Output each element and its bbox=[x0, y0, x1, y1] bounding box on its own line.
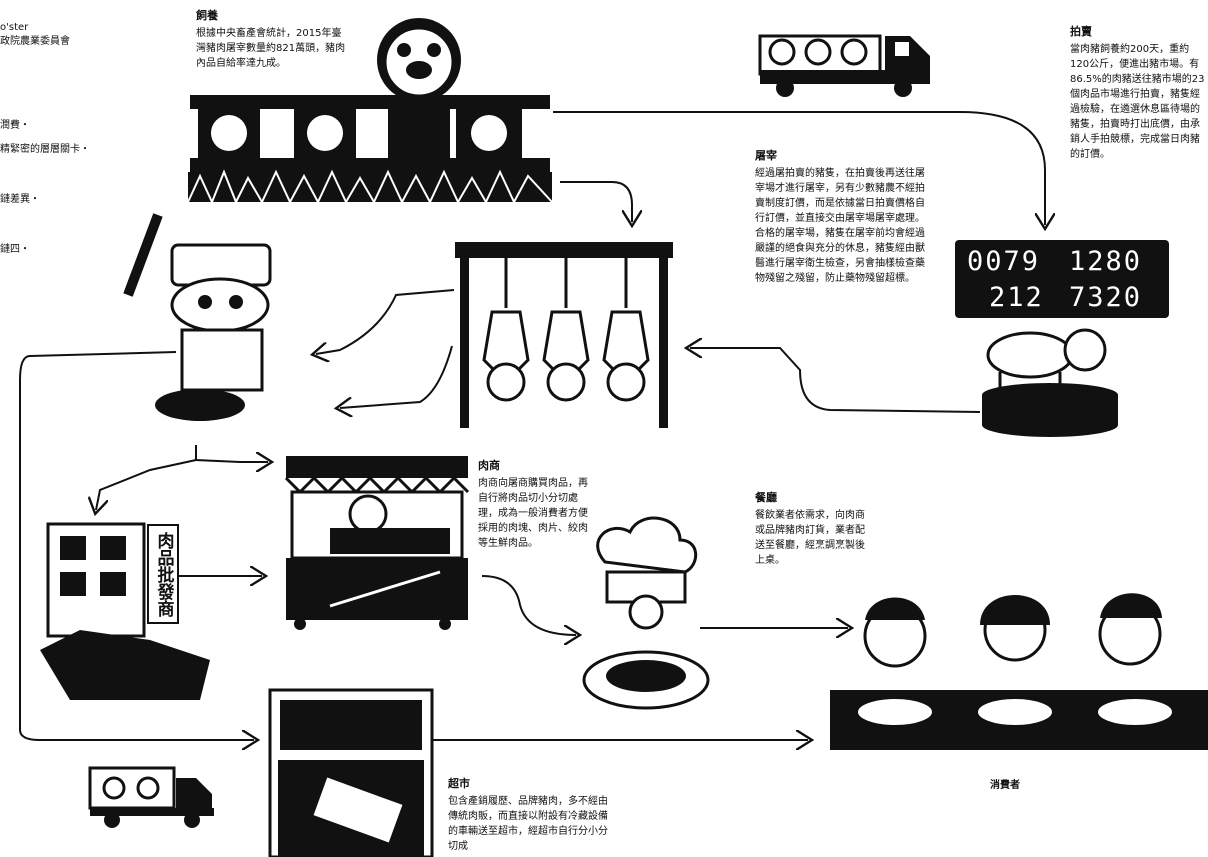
butcher-stall bbox=[284, 456, 470, 630]
board-row1-left: 0079 bbox=[967, 246, 1041, 277]
slaughter-caption: 屠宰 經過屠拍賣的豬隻，在拍賣後再送往屠宰場才進行屠宰，另有少數豬農不經拍賣制度… bbox=[755, 148, 930, 286]
wholesaler-building bbox=[40, 522, 210, 700]
slaughter-title: 屠宰 bbox=[755, 149, 777, 162]
consumers-group bbox=[830, 593, 1208, 750]
farm-caption: 飼養 根據中央畜產會統計，2015年臺灣豬肉屠宰數量約821萬頭，豬肉內品自給率… bbox=[196, 8, 346, 71]
flow-arrows bbox=[19, 111, 1045, 740]
supermarket-caption: 超市 包含產銷履歷、品牌豬肉，多不經由傳統肉販，而直接以附設有冷藏設備的車輛送至… bbox=[448, 776, 608, 854]
butcher-character-icon bbox=[123, 213, 272, 421]
left-fragment-3: 潤費・ bbox=[0, 120, 30, 131]
left-fragment-1: o'ster bbox=[0, 22, 29, 33]
board-row2-left: 212 bbox=[989, 282, 1044, 313]
auction-caption: 拍賣 當肉豬飼養約200天，重約120公斤，便進出豬市場。有86.5%的肉豬送往… bbox=[1070, 24, 1206, 162]
slaughter-rack bbox=[455, 242, 673, 428]
wholesaler-label-text: 肉品批發商 bbox=[153, 531, 174, 617]
auction-body: 當肉豬飼養約200天，重約120公斤，便進出豬市場。有86.5%的肉豬送往豬市場… bbox=[1070, 44, 1205, 160]
farm-body: 根據中央畜產會統計，2015年臺灣豬肉屠宰數量約821萬頭，豬肉內品自給率達九成… bbox=[196, 28, 346, 69]
board-row2-right: 7320 bbox=[1069, 282, 1143, 313]
farm-pig-pen bbox=[187, 95, 553, 205]
left-fragment-2: 政院農業委員會 bbox=[0, 36, 70, 47]
auction-title: 拍賣 bbox=[1070, 25, 1092, 38]
board-row1-right: 1280 bbox=[1069, 246, 1143, 277]
supermarket-body: 包含產銷履歷、品牌豬肉，多不經由傳統肉販，而直接以附設有冷藏設備的車輛送至超市，… bbox=[448, 796, 608, 852]
restaurant-caption: 餐廳 餐飲業者依需求，向肉商或品牌豬肉訂貨，業者配送至餐廳，經烹調烹製後上桌。 bbox=[755, 490, 867, 568]
livestock-truck-icon bbox=[758, 34, 930, 97]
butcher-caption: 肉商 肉商向屠商購買肉品，再自行將肉品切小分切處理，成為一般消費者方便採用的肉塊… bbox=[478, 458, 590, 551]
butcher-title: 肉商 bbox=[478, 459, 500, 472]
slaughter-body: 經過屠拍賣的豬隻，在拍賣後再送往屠宰場才進行屠宰，另有少數豬農不經拍賣制度訂價，… bbox=[755, 168, 925, 284]
supermarket-title: 超市 bbox=[448, 777, 470, 790]
left-fragment-5: 鏈差異・ bbox=[0, 194, 40, 205]
restaurant-body: 餐飲業者依需求，向肉商或品牌豬肉訂貨，業者配送至餐廳，經烹調烹製後上桌。 bbox=[755, 510, 865, 566]
wholesaler-label: 肉品批發商 bbox=[147, 524, 179, 624]
butcher-body: 肉商向屠商購買肉品，再自行將肉品切小分切處理，成為一般消費者方便採用的肉塊、肉片… bbox=[478, 478, 588, 549]
left-fragment-6: 鏈四・ bbox=[0, 244, 30, 255]
restaurant-title: 餐廳 bbox=[755, 491, 777, 504]
chef-character-icon bbox=[582, 516, 710, 710]
left-fragment-4: 精緊密的層層關卡・ bbox=[0, 144, 90, 155]
auction-board: 0079 1280 212 7320 bbox=[955, 240, 1169, 318]
pig-face-icon bbox=[377, 18, 461, 102]
supermarket-freezer bbox=[268, 688, 434, 857]
auction-pig-icon bbox=[982, 328, 1118, 437]
delivery-truck-icon bbox=[88, 766, 214, 828]
farm-title: 飼養 bbox=[196, 9, 218, 22]
consumer-label: 消費者 bbox=[990, 780, 1020, 791]
